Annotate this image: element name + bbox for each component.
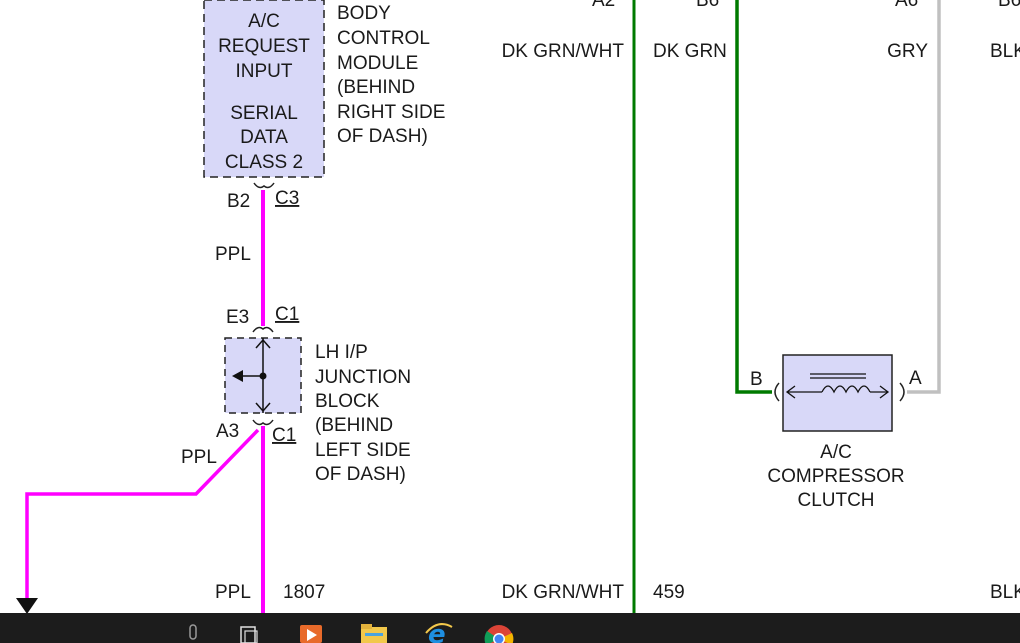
clutch-label-line: CLUTCH — [797, 490, 874, 511]
clutch-right-connector-symbol — [899, 382, 905, 402]
clutch-pin-a: A — [909, 368, 922, 389]
svg-text:e: e — [428, 620, 446, 643]
junction-splice-dot — [259, 372, 267, 380]
wire-gry — [907, 0, 941, 394]
bcm-label-line: CONTROL — [337, 28, 430, 49]
junction-label-line: OF DASH) — [315, 464, 406, 485]
top-pin: A6 — [895, 0, 918, 11]
bcm-label-line: MODULE — [337, 53, 418, 74]
taskbar: e — [0, 613, 1020, 643]
clutch-pin-b: B — [750, 369, 763, 390]
junction-top-connector-symbol — [252, 326, 274, 333]
bcm-box — [203, 0, 325, 178]
bottom-circuit-459: 459 — [653, 582, 685, 603]
chrome-icon[interactable] — [484, 613, 516, 643]
file-explorer-icon[interactable] — [358, 613, 390, 643]
microphone-icon[interactable] — [183, 613, 203, 643]
clutch-label-line: COMPRESSOR — [767, 466, 904, 487]
wiring-diagram: A/C REQUEST INPUT SERIAL DATA CLASS 2 BO… — [16, 0, 1020, 613]
junction-label-line: JUNCTION — [315, 367, 411, 388]
task-view-icon[interactable] — [236, 613, 262, 643]
wire-color-gry: GRY — [887, 41, 928, 62]
junction-label-line: LH I/P — [315, 342, 368, 363]
bcm-label-line: RIGHT SIDE — [337, 102, 445, 123]
top-pin: B6 — [696, 0, 719, 11]
internet-explorer-icon[interactable]: e — [422, 613, 454, 643]
bcm-pin: B2 — [227, 191, 250, 212]
bcm-label-line: OF DASH) — [337, 126, 428, 147]
bottom-wire-color-blk: BLK — [990, 582, 1020, 603]
bottom-circuit-1807: 1807 — [283, 582, 325, 603]
bcm-box-line: A/C — [248, 11, 280, 32]
top-pin: B6 — [998, 0, 1020, 11]
wire-color-dk-grn-wht: DK GRN/WHT — [502, 41, 625, 62]
bcm-box-line: DATA — [240, 127, 288, 148]
bcm-box-line: CLASS 2 — [225, 152, 303, 173]
wire-arrow — [16, 598, 38, 613]
bcm-box-line: INPUT — [236, 61, 293, 82]
bcm-box-line: REQUEST — [218, 36, 310, 57]
junction-arrow-down — [255, 402, 271, 413]
junction-label-line: LEFT SIDE — [315, 440, 411, 461]
junction-arrow-up — [255, 338, 271, 349]
wire-color-blk: BLK — [990, 41, 1020, 62]
bcm-box-line: SERIAL — [230, 103, 298, 124]
junction-label-line: BLOCK — [315, 391, 380, 412]
wire-ppl-upper-label: PPL — [215, 244, 251, 265]
wire-ppl-branch-label: PPL — [181, 447, 217, 468]
junction-bottom-connector-symbol — [252, 419, 274, 426]
junction-arrow-left — [232, 370, 243, 382]
wire-dk-grn — [735, 0, 772, 394]
top-pin: A2 — [592, 0, 615, 11]
clutch-arrow-left — [785, 385, 796, 399]
junction-bottom-connector: C1 — [272, 425, 296, 446]
wire-color-dk-grn: DK GRN — [653, 41, 727, 62]
junction-top-connector: C1 — [275, 304, 299, 325]
junction-top-pin: E3 — [226, 307, 249, 328]
clutch-box — [782, 354, 893, 432]
junction-label-line: (BEHIND — [315, 415, 393, 436]
clutch-coil — [821, 385, 871, 394]
media-player-icon[interactable] — [296, 613, 326, 643]
junction-bottom-pin: A3 — [216, 421, 239, 442]
bcm-label-line: BODY — [337, 3, 391, 24]
bcm-label-line: (BEHIND — [337, 77, 415, 98]
bottom-wire-color-ppl: PPL — [215, 582, 251, 603]
clutch-label-line: A/C — [820, 442, 852, 463]
bottom-wire-color-dk-grn-wht: DK GRN/WHT — [502, 582, 625, 603]
clutch-left-connector-symbol — [774, 382, 780, 402]
clutch-arrow-right — [879, 385, 890, 399]
wire-ppl-branch — [25, 428, 260, 602]
bcm-connector-symbol — [253, 182, 275, 189]
bcm-connector: C3 — [275, 188, 299, 209]
